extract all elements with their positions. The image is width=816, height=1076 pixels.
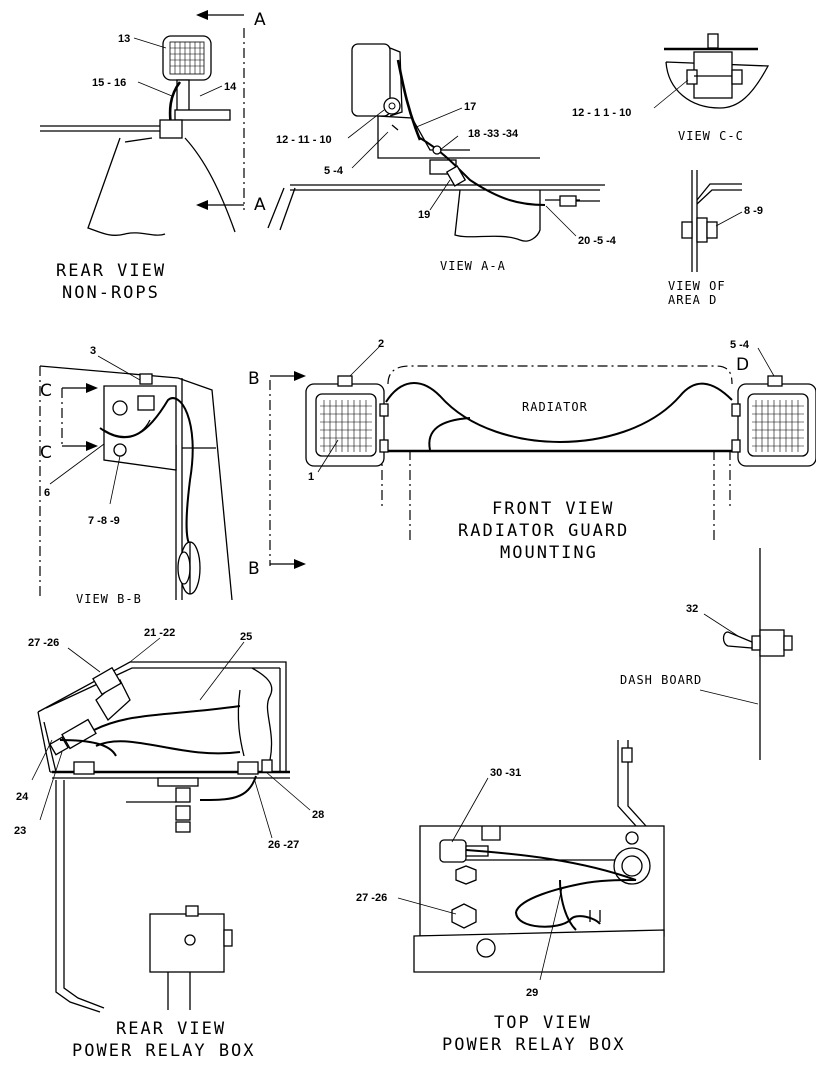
callout-18-33-34: 18 -33 -34 — [468, 128, 519, 140]
callout-27-26-top: 27 -26 — [356, 892, 387, 904]
dash-board-switch: 32 DASH BOARD — [620, 548, 793, 760]
rear-relay-caption-1: REAR VIEW — [116, 1019, 226, 1039]
callout-6: 6 — [44, 487, 50, 499]
section-c-top-label: C — [40, 381, 52, 401]
section-b-top-label: B — [248, 369, 260, 389]
callout-20-5-4: 20 -5 -4 — [578, 235, 617, 247]
callout-7-8-9: 7 -8 -9 — [88, 515, 120, 527]
callout-32: 32 — [686, 603, 698, 615]
callout-15-16: 15 - 16 — [92, 77, 126, 89]
section-c-bottom-label: C — [40, 443, 52, 463]
callout-24: 24 — [16, 791, 29, 803]
view-area-d-caption-1: VIEW OF — [668, 279, 726, 293]
callout-8-9: 8 -9 — [744, 205, 763, 217]
callout-19: 19 — [418, 209, 430, 221]
rear-view-non-rops-caption-2: NON-ROPS — [62, 283, 160, 303]
front-view-caption-1: FRONT VIEW — [492, 499, 614, 519]
callout-25: 25 — [240, 631, 252, 643]
view-a-a: 12 - 11 - 10 17 18 -33 -34 5 -4 19 20 -5… — [267, 43, 617, 273]
view-c-c: 12 - 1 1 - 10 VIEW C-C — [572, 33, 770, 143]
top-relay-caption-2: POWER RELAY BOX — [442, 1035, 626, 1055]
rear-view-non-rops-caption-1: REAR VIEW — [56, 261, 166, 281]
callout-1: 1 — [308, 471, 314, 483]
callout-12-11-10-aa: 12 - 11 - 10 — [276, 134, 332, 146]
top-view-power-relay-box: 30 -31 27 -26 29 TOP VIEW POWER RELAY BO… — [356, 740, 665, 1055]
callout-29: 29 — [526, 987, 538, 999]
rear-view-power-relay-box: 27 -26 21 -22 25 24 23 28 26 -27 REAR VI… — [14, 627, 324, 1061]
callout-21-22: 21 -22 — [144, 627, 175, 639]
callout-28: 28 — [312, 809, 324, 821]
section-a-bottom-label: A — [254, 195, 266, 215]
front-view-caption-3: MOUNTING — [500, 543, 598, 563]
callout-3: 3 — [90, 345, 96, 357]
radiator-label: RADIATOR — [522, 400, 588, 414]
view-a-a-caption: VIEW A-A — [440, 259, 506, 273]
view-b-b: C C 3 6 7 -8 -9 VIEW B-B — [39, 345, 233, 606]
callout-5-4-front: 5 -4 — [730, 339, 750, 351]
callout-27-26-rear: 27 -26 — [28, 637, 59, 649]
view-area-d-caption-2: AREA D — [668, 293, 717, 307]
rear-relay-caption-2: POWER RELAY BOX — [72, 1041, 256, 1061]
callout-12-11-10-cc: 12 - 1 1 - 10 — [572, 107, 631, 119]
top-relay-caption-1: TOP VIEW — [494, 1013, 592, 1033]
callout-2: 2 — [378, 338, 384, 350]
callout-26-27: 26 -27 — [268, 839, 299, 851]
view-c-c-caption: VIEW C-C — [678, 129, 744, 143]
callout-17: 17 — [464, 101, 476, 113]
front-view-radiator-guard: B B RADIATOR — [248, 338, 816, 579]
callout-23: 23 — [14, 825, 26, 837]
callout-14: 14 — [224, 81, 237, 93]
work-light-rear — [162, 35, 212, 113]
callout-13: 13 — [118, 33, 130, 45]
section-a-top-label: A — [254, 10, 266, 30]
callout-30-31: 30 -31 — [490, 767, 521, 779]
section-b-bottom-label: B — [248, 559, 260, 579]
front-view-caption-2: RADIATOR GUARD — [458, 521, 629, 541]
view-area-d: 8 -9 VIEW OF AREA D — [668, 170, 763, 307]
dash-board-label: DASH BOARD — [620, 673, 702, 687]
callout-5-4-aa: 5 -4 — [324, 165, 344, 177]
view-b-b-caption: VIEW B-B — [76, 592, 142, 606]
section-d-label: D — [736, 355, 749, 375]
rear-view-non-rops: A A 13 15 - 16 14 — [40, 10, 266, 303]
